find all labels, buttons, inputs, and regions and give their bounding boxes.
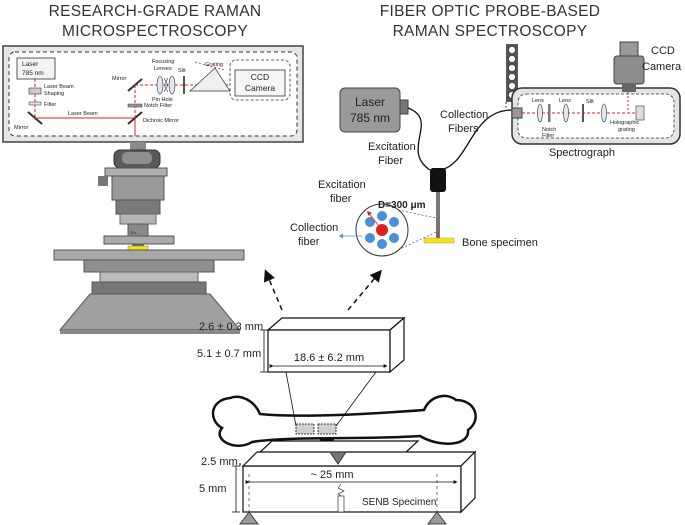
pin-hole [163,77,169,93]
notch-filter-label: Notch Filter [144,103,172,109]
laser-beam-label: Laser Beam [68,111,98,117]
bone-specimen-probe [423,237,455,244]
beam-length-label: 18.6 ± 6.2 mm [294,352,364,364]
microscope-body: 20x [53,142,245,334]
spectro-lens2-label: Lens [559,98,571,104]
micro-sample [127,245,149,251]
beam-specimen [260,316,406,374]
micro-ccd-label1: CCD [251,72,269,82]
probe-shaft [436,192,440,238]
fiber-probe-system: Laser 785 nm Excitation Fiber Collection… [290,41,682,257]
micro-slit-label: Slit [178,68,186,74]
holo-label1: Holographic [610,120,640,126]
pin-hole-label: Pin Hole [152,97,173,103]
focusing-lens-2 [168,75,176,95]
arrow-to-microscope [263,269,283,311]
beam-shaping-label1: Laser Beam [44,84,74,90]
micro-filter-element [28,101,42,106]
beam-shaping-label2: Shaping [44,91,64,97]
micro-slit [183,76,185,94]
collection-fibers-label1: Collection [440,109,488,121]
right-title-line2: RAMAN SPECTROSCOPY [393,23,588,40]
senb-label: SENB Specimen [362,497,436,508]
probe-laser-label1: Laser [355,95,385,109]
probe-diameter-label: D=300 μm [378,200,426,211]
micro-ccd-label2: Camera [245,83,276,93]
beam-width-label: 5.1 ± 0.7 mm [197,348,261,360]
probe-laser-label2: 785 nm [350,111,390,125]
excitation-label2: fiber [330,193,352,205]
excitation-fiber-label1: Excitation [368,141,416,153]
bone-specimen-label: Bone specimen [462,237,538,249]
spectro-notch-label2: Filter [542,133,554,139]
micro-laser-label2: 785 nm [22,70,44,77]
bone-outline [211,371,477,454]
dichroic-mirror-label: Dichroic Mirror [143,118,179,124]
left-title-line1: RESEARCH-GRADE RAMAN [49,3,262,20]
spectro-notch-label1: Notch [542,127,556,133]
senb-load-pin [329,451,347,465]
beam-shaping-element [28,87,42,95]
collection-label1: Collection [290,222,338,234]
spectrograph-label: Spectrograph [549,147,615,159]
micro-grating [189,67,231,92]
senb-specimen [232,440,477,525]
collection-fiber-line [439,109,513,171]
collection-fibers-label2: Fibers [448,123,479,135]
senb-height-label: 5 mm [199,483,227,495]
excitation-fiber [407,107,431,171]
left-title-line2: MICROSPECTROSCOPY [62,23,248,40]
middle-mirror-label: Mirror [112,76,127,82]
senb-support-left [239,511,259,525]
micro-grating-label: Grating [205,62,223,68]
notch-filter-element [127,103,143,108]
arrow-to-probe [347,269,382,311]
right-title-line1: FIBER OPTIC PROBE-BASED [380,3,601,20]
micro-laser-box [16,57,56,80]
left-mirror-label: Mirror [14,125,29,131]
senb-thickness-label: 2.5 mm [201,456,238,468]
micro-filter-label: Filter [44,102,56,108]
collection-label2: fiber [298,236,320,248]
svg-text:20x: 20x [130,230,136,235]
probe-ccd-camera [613,55,645,85]
spectro-lens1-label: Lens [532,98,544,104]
microscope-optics-box: Laser 785 nm Laser Beam Shaping Filter M… [2,45,304,143]
senb-length-label: ~ 25 mm [310,469,353,481]
focusing-label1: Focusing [152,59,174,65]
probe-handle [430,168,446,192]
holo-label2: grating [618,127,635,133]
excitation-label1: Excitation [318,179,366,191]
beam-height-label: 2.6 ± 0.3 mm [199,321,263,333]
excitation-fiber-label2: Fiber [378,155,403,167]
micro-laser-label1: Laser [22,61,39,68]
probe-ccd-label2: Camera [642,61,682,73]
spectro-slit-label: Slit [586,99,594,105]
focusing-label2: Lenses [154,66,172,72]
micro-ccd-camera [234,69,286,97]
focusing-lens-1 [156,75,164,95]
probe-ccd-label1: CCD [651,45,675,57]
senb-support-right [427,511,447,525]
